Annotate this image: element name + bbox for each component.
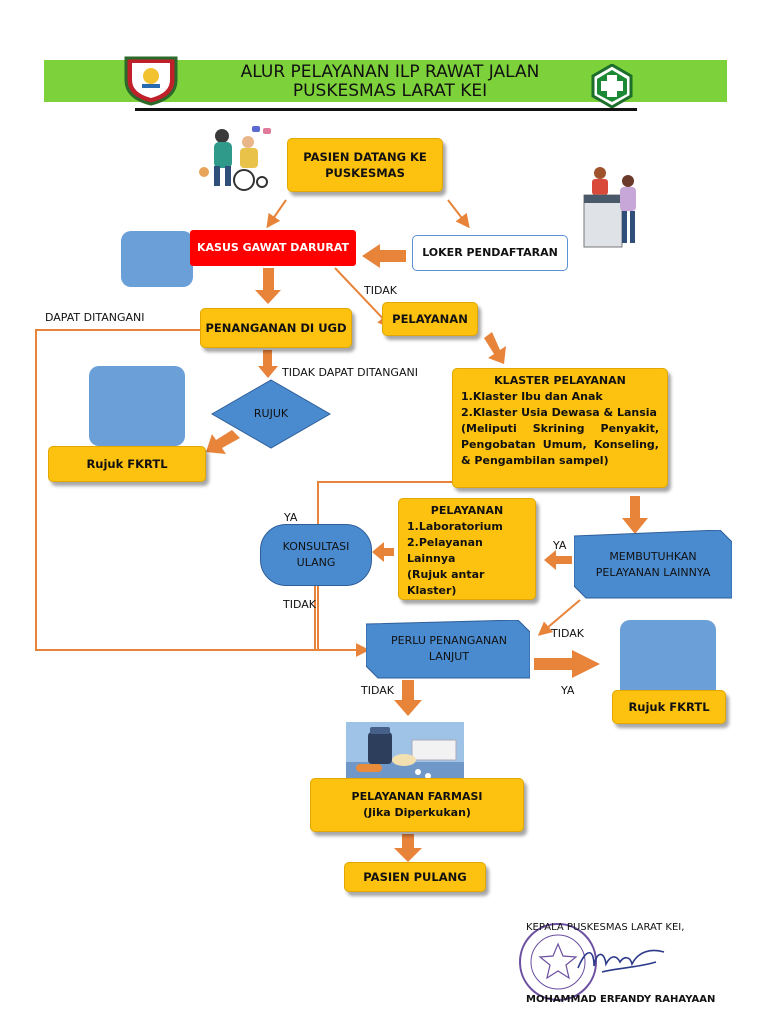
node-rujuk-fkrtl-right: Rujuk FKRTL — [612, 690, 726, 724]
node-pasien-datang: PASIEN DATANG KE PUSKESMAS — [287, 138, 443, 192]
title-line-2: PUSKESMAS LARAT KEI — [292, 81, 488, 101]
health-cross-logo — [591, 64, 633, 108]
label-tidak-gawat: TIDAK — [364, 284, 397, 297]
registration-counter-illustration — [583, 167, 636, 248]
arrow-rujuk-to-fkrtl — [206, 430, 240, 454]
node-pelayanan-farmasi: PELAYANAN FARMASI (Jika Diperkukan) — [310, 778, 524, 832]
klaster-title: KLASTER PELAYANAN — [494, 374, 626, 387]
title-line-1: ALUR PELAYANAN ILP RAWAT JALAN — [240, 62, 540, 82]
line-klaster-to-konsultasi — [317, 481, 456, 650]
arrow-klaster-to-membutuhkan — [622, 496, 648, 534]
label-tidak-dapat-ditangani: TIDAK DAPAT DITANGANI — [282, 366, 418, 379]
arrow-perlu-to-fkrtl — [534, 650, 600, 678]
node-klaster-pelayanan: KLASTER PELAYANAN 1.Klaster Ibu dan Anak… — [452, 368, 668, 488]
signature-role: KEPALA PUSKESMAS LARAT KEI, — [526, 922, 685, 933]
node-membutuhkan-pelayanan-lainnya: MEMBUTUHKAN PELAYANAN LAINNYA — [595, 550, 711, 579]
arrow-membutuhkan-to-perlu — [537, 599, 581, 636]
farmasi-title: PELAYANAN FARMASI — [351, 790, 483, 803]
label-ya-perlu: YA — [561, 684, 575, 697]
klaster-item-1: 1.Klaster Ibu dan Anak — [461, 390, 603, 403]
arrow-farmasi-to-pulang — [394, 834, 422, 862]
arrow-gawat-to-pelayanan — [334, 267, 392, 329]
arrow-gawat-to-ugd — [255, 268, 281, 304]
node-loker-pendaftaran: LOKER PENDAFTARAN — [412, 235, 568, 271]
arrow-pelayanan-to-klaster — [484, 332, 506, 364]
pelayanan-lain-item-3: (Rujuk antar Klaster) — [407, 568, 485, 597]
node-perlu-penanganan-lanjut: PERLU PENANGANAN LANJUT — [391, 634, 507, 663]
emergency-image-placeholder — [121, 231, 193, 287]
klaster-note: (Meliputi Skrining Penyakit, Pengobatan … — [461, 422, 659, 467]
line-dapat-ditangani — [35, 329, 370, 657]
official-stamp — [519, 923, 597, 1001]
arrow-ugd-to-rujuk — [258, 350, 278, 378]
farmasi-note: (Jika Diperkukan) — [363, 806, 471, 819]
node-perlu-shape — [366, 620, 530, 679]
arrow-pelayanan-lain-to-konsultasi — [372, 542, 394, 562]
pelayanan-lain-item-2: 2.Pelayanan Lainnya — [407, 536, 483, 565]
node-kasus-gawat-darurat: KASUS GAWAT DARURAT — [190, 230, 356, 266]
arrow-pasien-to-loker — [447, 199, 470, 229]
pelayanan-lain-title: PELAYANAN — [430, 504, 504, 517]
label-tidak-membutuhkan: TIDAK — [551, 627, 584, 640]
klaster-item-2: 2.Klaster Usia Dewasa & Lansia — [461, 406, 657, 419]
handwritten-signature — [577, 949, 665, 973]
pelayanan-lain-item-1: 1.Laboratorium — [407, 520, 503, 533]
label-tidak-perlu: TIDAK — [361, 684, 394, 697]
node-pelayanan: PELAYANAN — [382, 302, 478, 336]
referral-image-placeholder-right — [620, 620, 716, 700]
arrow-perlu-to-farmasi — [394, 680, 422, 716]
referral-image-placeholder — [89, 366, 185, 446]
signature-name: MOHAMMAD ERFANDY RAHAYAAN — [526, 994, 716, 1005]
node-pelayanan-lainnya-list: PELAYANAN 1.Laboratorium 2.Pelayanan Lai… — [398, 498, 536, 600]
regency-logo — [124, 56, 178, 106]
label-dapat-ditangani: DAPAT DITANGANI — [45, 311, 145, 324]
title-underline — [135, 108, 637, 111]
node-penanganan-ugd: PENANGANAN DI UGD — [200, 308, 352, 348]
node-konsultasi-ulang: KONSULTASI ULANG — [260, 524, 372, 586]
node-membutuhkan-shape — [574, 530, 732, 599]
arrow-pasien-to-gawat — [266, 199, 287, 229]
patients-illustration — [199, 126, 271, 191]
label-tidak-konsultasi: TIDAK — [283, 598, 316, 611]
signature-block: KEPALA PUSKESMAS LARAT KEI, MOHAMMAD ERF… — [516, 912, 720, 1012]
node-rujuk-fkrtl-left: Rujuk FKRTL — [48, 446, 206, 482]
label-ya-konsultasi: YA — [284, 511, 298, 524]
arrow-loker-to-gawat — [362, 244, 406, 268]
label-ya-membutuhkan: YA — [553, 539, 567, 552]
node-rujuk-decision — [210, 379, 332, 449]
node-pasien-pulang: PASIEN PULANG — [344, 862, 486, 892]
rujuk-label: RUJUK — [253, 407, 289, 420]
arrow-membutuhkan-to-pelayanan-lain — [544, 550, 572, 570]
